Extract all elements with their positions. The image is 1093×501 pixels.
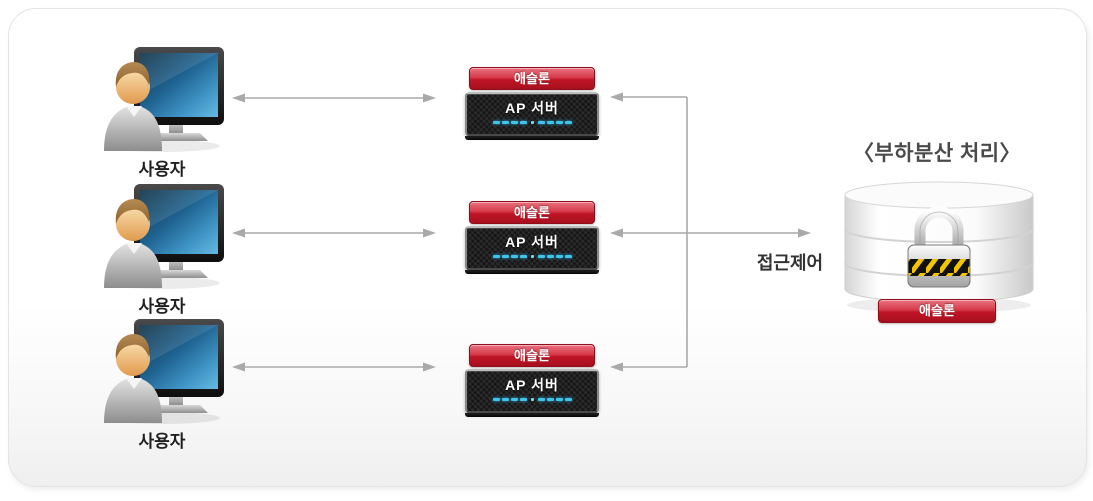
user-label: 사용자 xyxy=(138,160,186,179)
user-3: 사용자 xyxy=(96,317,228,451)
user-label: 사용자 xyxy=(138,297,186,316)
diagram-panel: 사용자 사용자 사용자 xyxy=(8,8,1087,487)
server-icon: AP 서버 xyxy=(465,369,599,413)
access-control-label: 접근제어 xyxy=(756,253,824,273)
server-icon: AP 서버 xyxy=(465,226,599,270)
database: 애슬론 xyxy=(842,177,1036,327)
user-1: 사용자 xyxy=(96,45,228,179)
server-badge: 애슬론 xyxy=(469,344,595,367)
server-icon: AP 서버 xyxy=(465,92,599,136)
server-name: AP 서버 xyxy=(505,100,559,116)
diagram-title: 〈부하분산 처리〉 xyxy=(852,142,1022,165)
user-2: 사용자 xyxy=(96,182,228,316)
database-badge: 애슬론 xyxy=(878,299,996,323)
ap-server-3: 애슬론 AP 서버 xyxy=(465,344,599,417)
user-computer-icon xyxy=(104,47,224,152)
ap-server-2: 애슬론 AP 서버 xyxy=(465,201,599,274)
server-name: AP 서버 xyxy=(505,234,559,250)
server-name: AP 서버 xyxy=(505,377,559,393)
user-computer-icon xyxy=(104,319,224,424)
server-led-lights-icon xyxy=(467,121,597,124)
server-badge: 애슬론 xyxy=(469,201,595,224)
user-computer-icon xyxy=(104,184,224,289)
server-led-lights-icon xyxy=(467,398,597,401)
server-base xyxy=(465,136,599,140)
ap-server-1: 애슬론 AP 서버 xyxy=(465,67,599,140)
server-badge: 애슬론 xyxy=(469,67,595,90)
server-base xyxy=(465,270,599,274)
lock-icon xyxy=(907,206,971,288)
server-led-lights-icon xyxy=(467,255,597,258)
server-base xyxy=(465,413,599,417)
user-label: 사용자 xyxy=(138,432,186,451)
